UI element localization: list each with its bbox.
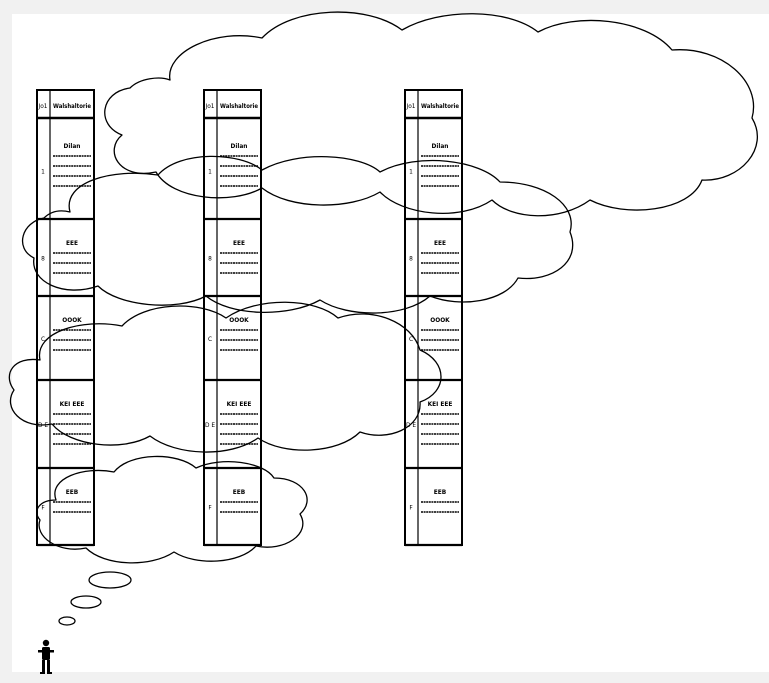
table-row: F EEB: [204, 488, 261, 547]
row-block-title: OOOK: [229, 316, 249, 324]
header-code: Jo1: [204, 102, 214, 110]
header-title: Walshaltorie: [220, 102, 258, 110]
table-row: C OOOK: [204, 316, 261, 382]
row-block-title: EEB: [66, 488, 79, 496]
thought-cloud-lower: [8, 301, 442, 453]
row-block-title: OOOK: [62, 316, 82, 324]
clouds-layer: [8, 11, 758, 626]
bottom-gray-band: [0, 672, 769, 683]
row-block-title: EEE: [233, 239, 245, 247]
row-key: F: [208, 504, 212, 512]
thought-bubble-2: [70, 595, 102, 609]
row-block-title: KEI EEE: [60, 400, 85, 408]
thought-cloud-bottom: [36, 455, 308, 564]
table-column-2: Jo1 Walshaltorie 1 Dilan 8 EEE C OOOK D E KEI EEE…: [203, 89, 262, 547]
table-row: D E KEI EEE: [405, 400, 462, 470]
row-block-title: KEI EEE: [428, 400, 453, 408]
row-key: C: [41, 335, 45, 343]
standing-person-icon: [38, 639, 54, 674]
row-key: 8: [409, 255, 413, 263]
table-row: C OOOK: [37, 316, 94, 382]
thought-cloud-middle: [22, 155, 574, 314]
table-row: 1 Dilan: [405, 142, 462, 221]
row-block-title: EEE: [66, 239, 78, 247]
table-row: C OOOK: [405, 316, 462, 382]
table-row: 8 EEE: [405, 239, 462, 298]
header-code: Jo1: [37, 102, 47, 110]
header-code: Jo1: [405, 102, 415, 110]
thought-bubble-1: [88, 571, 132, 589]
row-key: C: [208, 335, 212, 343]
row-key: C: [409, 335, 413, 343]
row-key: 1: [409, 168, 413, 176]
row-block-title: Dilan: [432, 142, 449, 150]
row-block-title: Dilan: [231, 142, 248, 150]
row-block-title: KEI EEE: [227, 400, 252, 408]
table-row: 1 Dilan: [37, 142, 94, 221]
table-row: 1 Dilan: [204, 142, 261, 221]
row-block-title: Dilan: [64, 142, 81, 150]
row-block-title: EEE: [434, 239, 446, 247]
table-row: D E KEI EEE: [204, 400, 261, 470]
row-key: 8: [208, 255, 212, 263]
top-gray-band: [0, 0, 769, 14]
table-row: F EEB: [37, 488, 94, 547]
table-row: 8 EEE: [37, 239, 94, 298]
row-key: 8: [41, 255, 45, 263]
header-title: Walshaltorie: [53, 102, 91, 110]
row-block-title: OOOK: [430, 316, 450, 324]
row-key: F: [41, 504, 45, 512]
table-row: F EEB: [405, 488, 462, 547]
left-gray-band: [0, 0, 12, 683]
table-row: 8 EEE: [204, 239, 261, 298]
row-block-title: EEB: [233, 488, 246, 496]
table-columns-layer: Jo1 Walshaltorie 1 Dilan 8 EEE C OOOK D E KEI EEE…: [36, 89, 463, 547]
header-title: Walshaltorie: [421, 102, 459, 110]
thought-bubble-3: [58, 616, 76, 626]
row-key: F: [409, 504, 413, 512]
row-key: 1: [208, 168, 212, 176]
table-column-3: Jo1 Walshaltorie 1 Dilan 8 EEE C OOOK D E KEI EEE…: [404, 89, 463, 547]
row-key: D E: [406, 421, 416, 429]
row-key: D E: [205, 421, 215, 429]
row-key: 1: [41, 168, 45, 176]
row-block-title: EEB: [434, 488, 447, 496]
